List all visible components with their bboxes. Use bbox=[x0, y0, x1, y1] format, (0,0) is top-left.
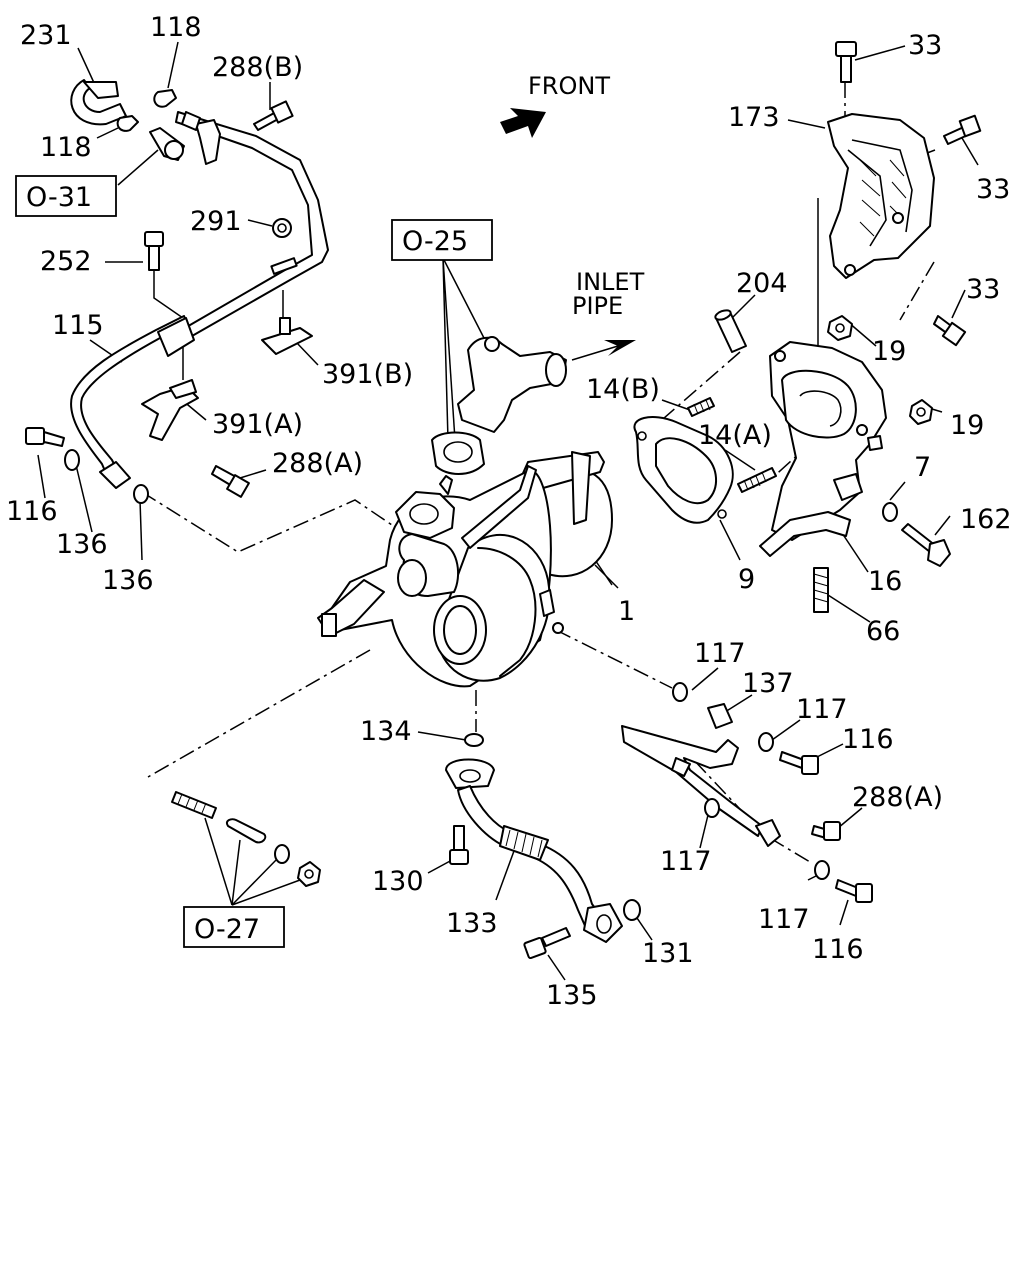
part-o31-valve[interactable] bbox=[149, 127, 185, 161]
part-133-oil-return-pipe[interactable] bbox=[445, 758, 623, 943]
part-o27-stud-set[interactable] bbox=[171, 791, 321, 887]
label-o27[interactable]: O-27 bbox=[194, 914, 260, 945]
part-19-nut[interactable] bbox=[827, 315, 933, 425]
part-1-turbocharger[interactable] bbox=[317, 451, 613, 688]
part-33-bolt-lower[interactable] bbox=[933, 315, 967, 347]
label-204[interactable]: 204 bbox=[736, 268, 788, 299]
label-33-lower[interactable]: 33 bbox=[966, 274, 1000, 305]
label-391b[interactable]: 391(B) bbox=[322, 359, 413, 390]
label-9[interactable]: 9 bbox=[738, 564, 755, 595]
label-131[interactable]: 131 bbox=[642, 938, 694, 969]
label-o31[interactable]: O-31 bbox=[26, 182, 92, 213]
label-288a-left[interactable]: 288(A) bbox=[272, 448, 363, 479]
part-117-washer-a[interactable] bbox=[672, 682, 688, 702]
label-136-b[interactable]: 136 bbox=[102, 565, 154, 596]
label-391a[interactable]: 391(A) bbox=[212, 409, 303, 440]
part-115-pipe[interactable] bbox=[70, 315, 195, 489]
label-14b[interactable]: 14(B) bbox=[586, 374, 660, 405]
label-118-top[interactable]: 118 bbox=[150, 12, 202, 43]
label-16[interactable]: 16 bbox=[868, 566, 902, 597]
label-116-left[interactable]: 116 bbox=[6, 496, 58, 527]
label-117-b[interactable]: 117 bbox=[796, 694, 848, 725]
part-33-bolt-top[interactable] bbox=[835, 41, 857, 83]
label-115[interactable]: 115 bbox=[52, 310, 104, 341]
part-391b-bracket[interactable] bbox=[261, 257, 313, 355]
part-117-washer-c[interactable] bbox=[704, 798, 720, 818]
part-291-nut[interactable] bbox=[272, 218, 292, 238]
part-173-heat-shield[interactable] bbox=[827, 113, 935, 279]
label-252[interactable]: 252 bbox=[40, 246, 92, 277]
part-labels: 231 118 118 288(B) O-31 291 252 115 391(… bbox=[6, 12, 1012, 1011]
part-117-washer-b[interactable] bbox=[758, 732, 774, 752]
label-135[interactable]: 135 bbox=[546, 980, 598, 1011]
inlet-pipe-arrow-icon bbox=[571, 340, 636, 361]
label-19-b[interactable]: 19 bbox=[950, 410, 984, 441]
label-117-d[interactable]: 117 bbox=[758, 904, 810, 935]
ref-box-o25[interactable] bbox=[391, 219, 493, 261]
part-14a-stud[interactable] bbox=[737, 467, 777, 493]
part-66-stud[interactable] bbox=[813, 567, 829, 613]
part-130-bolt[interactable] bbox=[449, 825, 469, 865]
part-exhaust-manifold[interactable] bbox=[769, 341, 887, 541]
part-134-seal[interactable] bbox=[464, 733, 484, 747]
part-7-washer[interactable] bbox=[882, 502, 898, 522]
label-137[interactable]: 137 bbox=[742, 668, 794, 699]
label-133[interactable]: 133 bbox=[446, 908, 498, 939]
part-137-fitting[interactable] bbox=[707, 703, 733, 729]
part-288b-bolt[interactable] bbox=[253, 100, 294, 131]
label-7[interactable]: 7 bbox=[914, 452, 931, 483]
label-130[interactable]: 130 bbox=[372, 866, 424, 897]
label-o25[interactable]: O-25 bbox=[402, 226, 468, 257]
label-291[interactable]: 291 bbox=[190, 206, 242, 237]
part-252-bolt[interactable] bbox=[144, 231, 164, 271]
label-pipe: PIPE bbox=[572, 292, 623, 320]
part-pipe-upper[interactable] bbox=[175, 111, 329, 341]
label-1[interactable]: 1 bbox=[618, 596, 635, 627]
label-front: FRONT bbox=[528, 72, 610, 100]
ref-box-o27[interactable] bbox=[183, 906, 285, 948]
part-162-bolt[interactable] bbox=[901, 523, 951, 567]
part-116-bolt-b[interactable] bbox=[835, 879, 873, 903]
leader-lines bbox=[37, 41, 979, 981]
part-14b-stud[interactable] bbox=[687, 397, 715, 417]
part-288a-right-bolt[interactable] bbox=[811, 821, 841, 841]
part-9-gasket[interactable] bbox=[633, 416, 734, 524]
label-66[interactable]: 66 bbox=[866, 616, 900, 647]
label-117-c[interactable]: 117 bbox=[660, 846, 712, 877]
label-33-right[interactable]: 33 bbox=[976, 174, 1010, 205]
part-391a-bracket[interactable] bbox=[141, 379, 199, 441]
label-231[interactable]: 231 bbox=[20, 20, 72, 51]
part-288a-left-bolt[interactable] bbox=[211, 465, 250, 498]
label-116-b[interactable]: 116 bbox=[812, 934, 864, 965]
label-116-a[interactable]: 116 bbox=[842, 724, 894, 755]
part-231-hose[interactable] bbox=[70, 79, 127, 126]
part-33-bolt-right[interactable] bbox=[943, 114, 982, 145]
label-33-top[interactable]: 33 bbox=[908, 30, 942, 61]
part-116-bolt-a[interactable] bbox=[779, 751, 819, 775]
part-117-washer-d[interactable] bbox=[814, 860, 830, 880]
part-204-pin[interactable] bbox=[714, 309, 747, 353]
part-116-left-bolt[interactable] bbox=[25, 427, 65, 447]
label-173[interactable]: 173 bbox=[728, 102, 780, 133]
label-inlet: INLET bbox=[576, 268, 645, 296]
label-136-a[interactable]: 136 bbox=[56, 529, 108, 560]
part-131-gasket[interactable] bbox=[623, 899, 641, 921]
label-288a-right[interactable]: 288(A) bbox=[852, 782, 943, 813]
front-arrow-icon bbox=[500, 108, 546, 138]
part-16-flange[interactable] bbox=[759, 511, 851, 557]
label-118-left[interactable]: 118 bbox=[40, 132, 92, 163]
label-134[interactable]: 134 bbox=[360, 716, 412, 747]
label-117-a[interactable]: 117 bbox=[694, 638, 746, 669]
part-135-bolt[interactable] bbox=[523, 927, 571, 960]
label-19-a[interactable]: 19 bbox=[872, 336, 906, 367]
part-136-washers[interactable] bbox=[64, 449, 149, 504]
part-oil-feed-pipe[interactable] bbox=[621, 725, 781, 847]
label-14a[interactable]: 14(A) bbox=[698, 420, 772, 451]
ref-box-o31[interactable] bbox=[15, 175, 117, 217]
part-o25-inlet-pipe[interactable] bbox=[431, 336, 567, 475]
part-118-clamp[interactable] bbox=[116, 89, 177, 132]
label-288b[interactable]: 288(B) bbox=[212, 52, 303, 83]
label-162[interactable]: 162 bbox=[960, 504, 1012, 535]
